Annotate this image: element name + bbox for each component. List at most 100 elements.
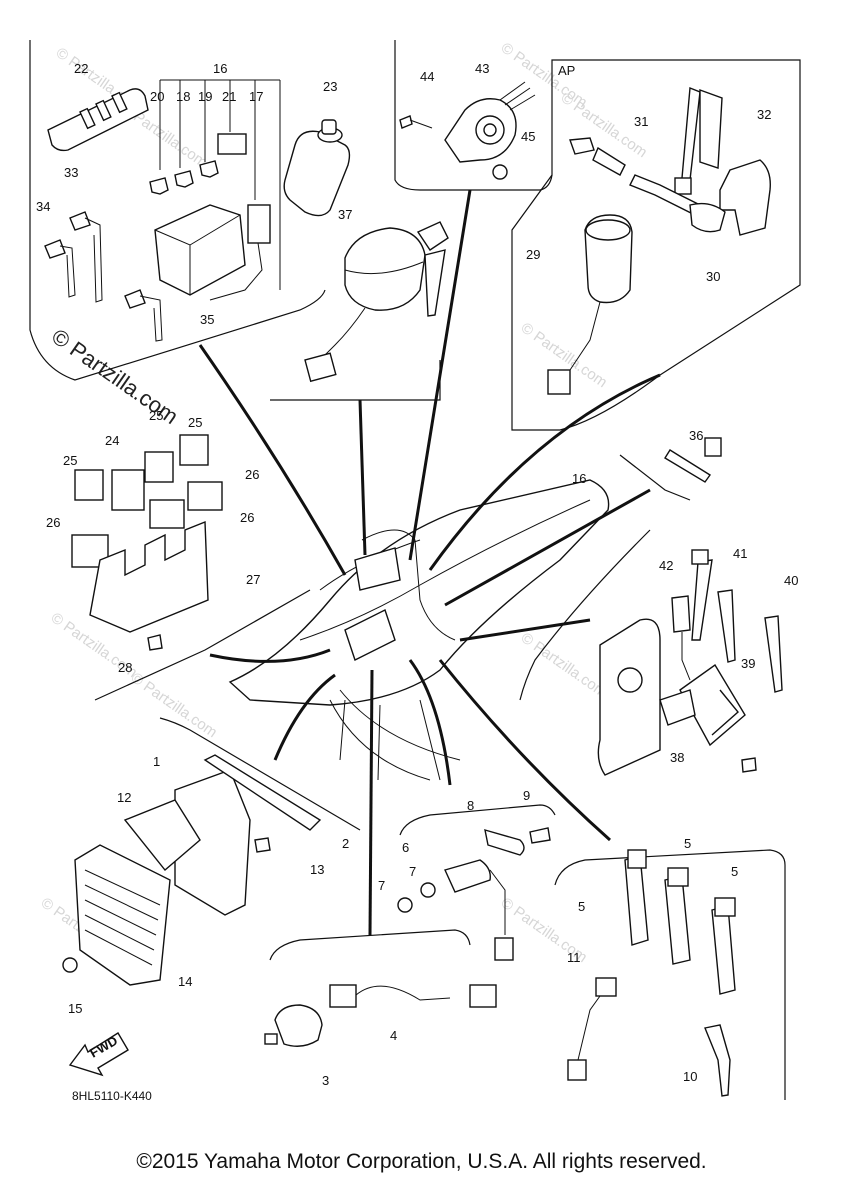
bracket bbox=[719, 159, 771, 236]
part-label: 41 bbox=[733, 546, 747, 561]
part-label: 29 bbox=[526, 247, 540, 262]
group-main-switch bbox=[270, 221, 449, 401]
fuse-box bbox=[154, 204, 246, 296]
relay bbox=[144, 451, 174, 483]
connector bbox=[247, 204, 271, 244]
part-label: 16 bbox=[213, 61, 227, 76]
watercraft-body bbox=[228, 479, 610, 781]
key bbox=[416, 221, 449, 251]
sensor bbox=[274, 1004, 323, 1047]
part-label: 31 bbox=[634, 114, 648, 129]
group-relays bbox=[71, 434, 311, 701]
relay bbox=[74, 469, 104, 501]
group-frame bbox=[29, 40, 326, 381]
part-label: 37 bbox=[338, 207, 352, 222]
part-label: 7 bbox=[409, 864, 416, 879]
watermark: © Partzilla.com bbox=[128, 669, 221, 741]
nut bbox=[492, 164, 508, 180]
part-label: 13 bbox=[310, 862, 324, 877]
group-sensor-center bbox=[397, 804, 556, 961]
part-labels: 22 16 20 18 19 21 17 23 44 43 45 AP 31 3… bbox=[36, 61, 798, 1088]
part-label: 36 bbox=[689, 428, 703, 443]
sensor bbox=[679, 663, 746, 747]
group-temperature-sensor bbox=[264, 929, 497, 1047]
part-label: 19 bbox=[198, 89, 212, 104]
part-label: 30 bbox=[706, 269, 720, 284]
part-23-cap bbox=[283, 119, 351, 217]
key bbox=[424, 249, 446, 317]
part-label: 27 bbox=[246, 572, 260, 587]
part-label: 8 bbox=[467, 798, 474, 813]
part-label: 15 bbox=[68, 1001, 82, 1016]
connector bbox=[469, 984, 497, 1008]
connector bbox=[304, 352, 337, 383]
group-sensor-right bbox=[519, 529, 783, 776]
part-label: 34 bbox=[36, 199, 50, 214]
bracket bbox=[484, 829, 525, 856]
part-label: 25 bbox=[149, 408, 163, 423]
connector bbox=[329, 984, 357, 1008]
part-label: 6 bbox=[402, 840, 409, 855]
part-label: 43 bbox=[475, 61, 489, 76]
cable-tie bbox=[69, 211, 91, 231]
fuse-block bbox=[217, 133, 247, 155]
part-label: 25 bbox=[63, 453, 77, 468]
part-label: 1 bbox=[153, 754, 160, 769]
bolt bbox=[399, 115, 413, 129]
group-sensor-top bbox=[394, 40, 553, 191]
relay-socket bbox=[187, 481, 223, 511]
o-ring bbox=[397, 897, 413, 913]
part-label: 21 bbox=[222, 89, 236, 104]
fuse bbox=[199, 160, 219, 178]
plate bbox=[123, 799, 201, 872]
group-accessory bbox=[511, 59, 801, 431]
fuse bbox=[174, 170, 194, 188]
part-label: 35 bbox=[200, 312, 214, 327]
part-label: 45 bbox=[521, 129, 535, 144]
fuse bbox=[149, 177, 169, 195]
fwd-arrow: FWD bbox=[68, 1032, 129, 1077]
relay-holder bbox=[89, 520, 209, 633]
parts-diagram: © Partzilla.com © Partzilla.com © Partzi… bbox=[29, 39, 801, 1103]
part-label: 20 bbox=[150, 89, 164, 104]
part-label: 9 bbox=[523, 788, 530, 803]
bolt bbox=[147, 634, 163, 651]
bolt bbox=[741, 757, 757, 773]
connector bbox=[567, 1059, 587, 1081]
part-label: 5 bbox=[578, 899, 585, 914]
main-switch bbox=[344, 227, 426, 311]
part-label: 16 bbox=[572, 471, 586, 486]
part-label: 18 bbox=[176, 89, 190, 104]
part-label: AP bbox=[558, 63, 575, 78]
cable-tie bbox=[764, 615, 783, 693]
sheet bbox=[699, 89, 723, 169]
part-label: 5 bbox=[731, 864, 738, 879]
sensor bbox=[444, 859, 491, 893]
relay-socket bbox=[149, 499, 185, 529]
cable-tie bbox=[124, 289, 146, 309]
part-label: 26 bbox=[46, 515, 60, 530]
plug-cap bbox=[711, 905, 736, 995]
bracket bbox=[597, 618, 661, 776]
part-label: 5 bbox=[684, 836, 691, 851]
relay bbox=[179, 434, 209, 466]
part-label: 39 bbox=[741, 656, 755, 671]
watermark: © Partzilla.com bbox=[518, 629, 611, 701]
bolt bbox=[254, 837, 271, 853]
relay bbox=[111, 469, 145, 511]
part-label: 24 bbox=[105, 433, 119, 448]
group-rectifier bbox=[62, 717, 361, 986]
part-label: 42 bbox=[659, 558, 673, 573]
part-label: 22 bbox=[74, 61, 88, 76]
part-label: 2 bbox=[342, 836, 349, 851]
group-cable-tie-36 bbox=[619, 437, 722, 501]
part-label: 25 bbox=[188, 415, 202, 430]
part-label: 10 bbox=[683, 1069, 697, 1084]
group-spark-plug bbox=[554, 849, 786, 1100]
part-label: 32 bbox=[757, 107, 771, 122]
part-label: 4 bbox=[390, 1028, 397, 1043]
part-label: 28 bbox=[118, 660, 132, 675]
gasket bbox=[203, 754, 322, 831]
part-label: 33 bbox=[64, 165, 78, 180]
cable-tie bbox=[691, 559, 713, 641]
